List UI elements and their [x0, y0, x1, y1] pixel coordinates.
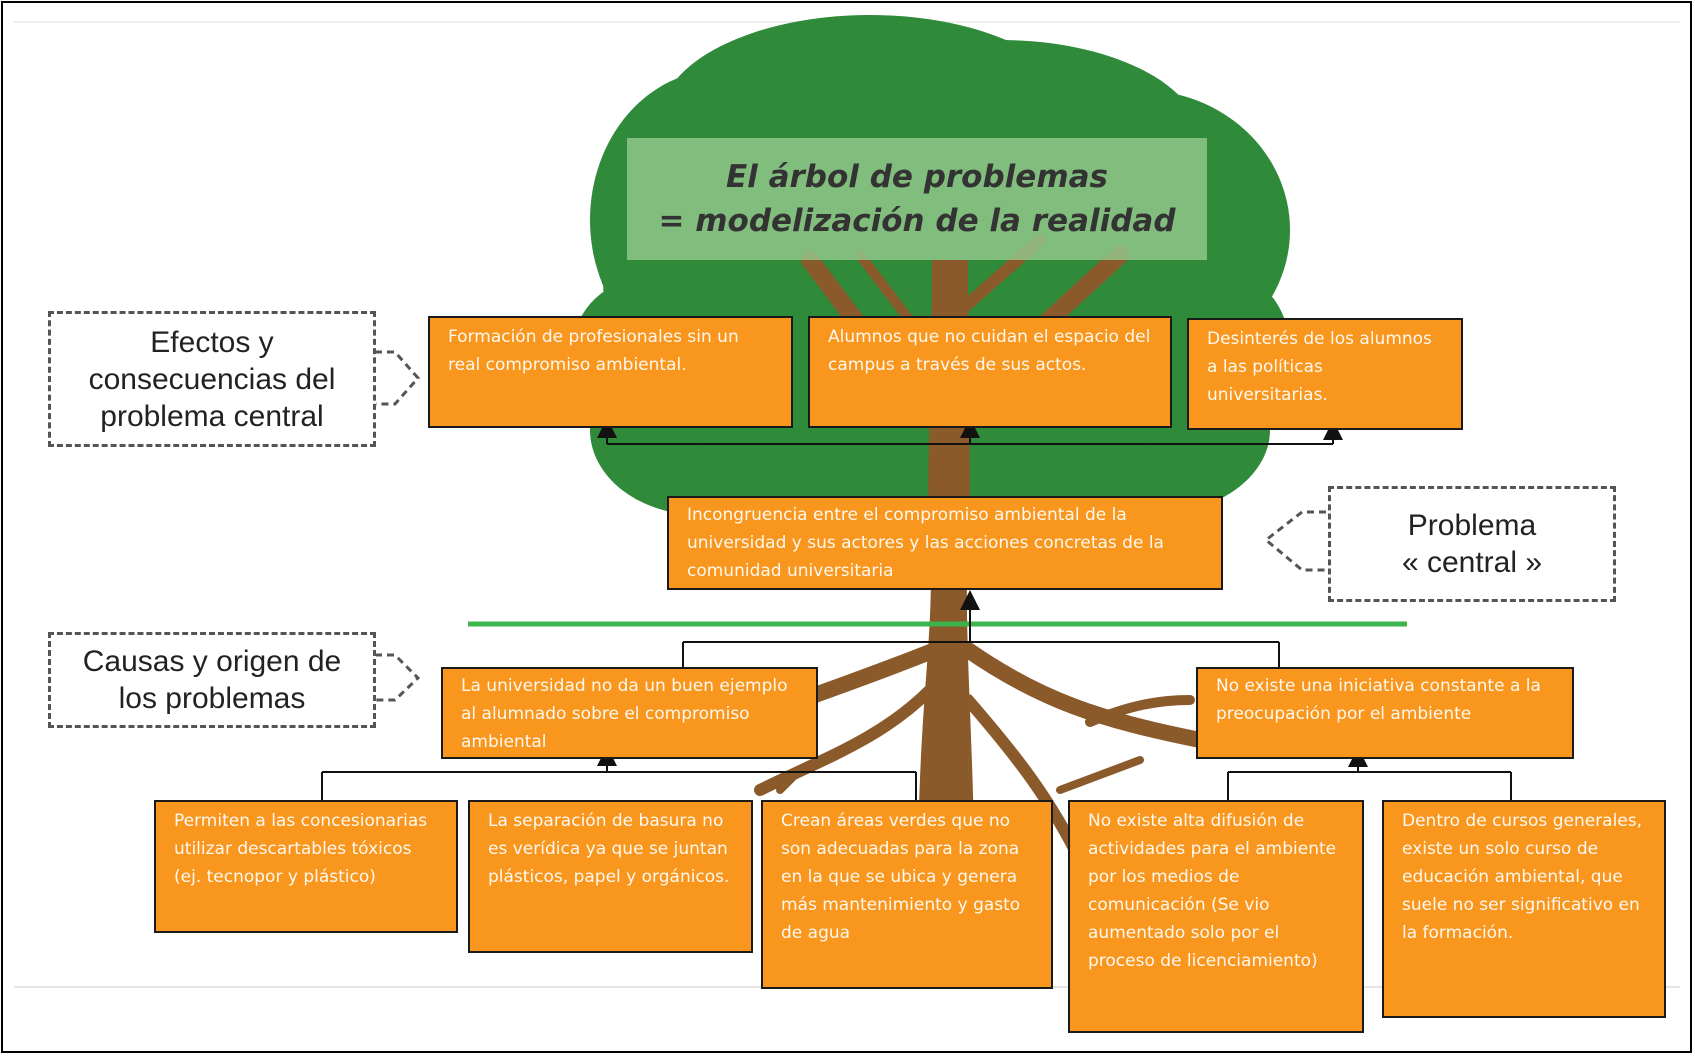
effect-box: Alumnos que no cuidan el espacio del cam… [808, 316, 1172, 428]
effect-box: Formación de profesionales sin un real c… [428, 316, 793, 428]
sub-cause-box: No existe alta difusión de actividades p… [1068, 800, 1364, 1033]
effects-connectors [597, 418, 1343, 445]
sub-cause-box: Dentro de cursos generales, existe un so… [1382, 800, 1666, 1018]
central-pointer-icon [1263, 510, 1326, 572]
title-line-1: El árbol de problemas [725, 159, 1108, 195]
diagram-title: El árbol de problemas = modelización de … [627, 138, 1207, 260]
effects-label: Efectos y consecuencias del problema cen… [48, 311, 376, 447]
central-problem-box: Incongruencia entre el compromiso ambien… [667, 496, 1223, 590]
sub-cause-box: Crean áreas verdes que no son adecuadas … [761, 800, 1053, 989]
sub-cause-box: Permiten a las concesionarias utilizar d… [154, 800, 458, 933]
central-problem-label: Problema « central » [1328, 486, 1616, 602]
causes-label: Causas y origen de los problemas [48, 632, 376, 728]
main-cause-box: La universidad no da un buen ejemplo al … [441, 667, 818, 759]
causes-connectors [682, 590, 1280, 667]
causes-pointer-icon [375, 653, 421, 702]
main-cause-box: No existe una iniciativa constante a la … [1196, 667, 1574, 759]
effects-pointer-icon [375, 350, 421, 406]
subcauses-right-connectors [1227, 747, 1512, 800]
subcauses-left-connectors [321, 746, 917, 800]
title-line-2: = modelización de la realidad [658, 203, 1176, 239]
effect-box: Desinterés de los alumnos a las política… [1187, 318, 1463, 430]
sub-cause-box: La separación de basura no es verídica y… [468, 800, 753, 953]
